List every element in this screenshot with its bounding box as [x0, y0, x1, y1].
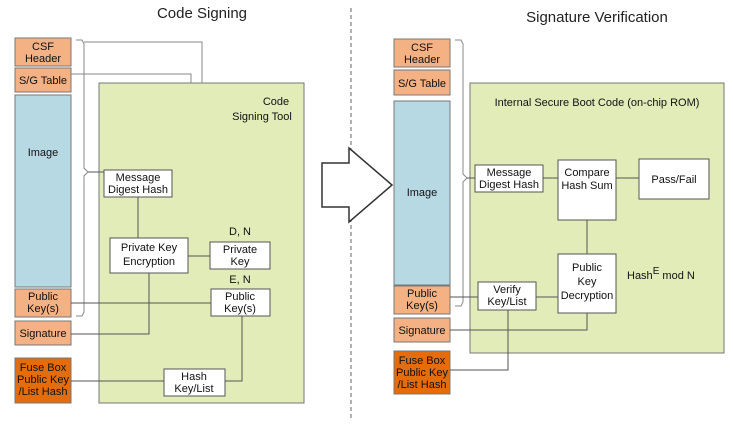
- left-message-digest-line2: Digest Hash: [108, 184, 168, 196]
- left-fuse-box-line2: Public Key: [17, 374, 69, 386]
- left-csf-header-line2: Header: [25, 53, 61, 65]
- left-sg-table-label: S/G Table: [19, 75, 67, 87]
- signature-verification-title: Signature Verification: [526, 9, 668, 26]
- compare-hash-sum-box: [557, 159, 617, 221]
- encryption-to-signature-line: [71, 273, 150, 335]
- right-sg-table-block: [393, 69, 451, 96]
- tool-public-keys-box: [210, 288, 271, 317]
- right-public-keys-block: [393, 285, 451, 315]
- tool-title-line2: Signing Tool: [232, 111, 292, 123]
- hash-formula-tail: mod N: [659, 270, 695, 282]
- right-fuse-box-line2: Public Key: [396, 367, 448, 379]
- code-signing-title: Code Signing: [157, 5, 247, 22]
- private-key-line2: Key: [231, 256, 250, 268]
- verify-key-list-line1: Verify: [493, 284, 521, 296]
- left-message-digest-hash-box: [103, 169, 173, 198]
- right-message-digest-line1: Message: [487, 167, 532, 179]
- hash-formula-base: Hash: [627, 270, 653, 282]
- right-fuse-box-line3: /List Hash: [398, 379, 447, 391]
- public-key-decryption-line2: Key: [578, 276, 597, 288]
- left-image-block: [14, 94, 72, 288]
- verify-key-list-box: [477, 281, 537, 311]
- rom-title: Internal Secure Boot Code (on-chip ROM): [495, 97, 700, 109]
- hash-formula: HashE mod N: [627, 266, 695, 282]
- hash-key-list-box: [163, 368, 226, 397]
- right-public-keys-line1: Public: [407, 288, 437, 300]
- tool-public-keys-line1: Public: [225, 291, 255, 303]
- en-label: E, N: [229, 274, 250, 286]
- left-fuse-box-line3: /List Hash: [19, 386, 68, 398]
- left-csf-header-line1: CSF: [32, 41, 54, 53]
- flow-arrow-icon: [321, 146, 394, 224]
- right-csf-header-line1: CSF: [411, 42, 433, 54]
- right-signature-label: Signature: [398, 325, 445, 337]
- hash-formula-exponent: E: [653, 266, 660, 277]
- left-csf-header-block: [14, 37, 72, 67]
- private-key-box: [209, 241, 271, 270]
- right-signature-block: [393, 317, 451, 343]
- public-key-decryption-line1: Public: [572, 262, 602, 274]
- left-csf-connector: [84, 41, 203, 83]
- right-image-label: Image: [407, 187, 438, 199]
- right-csf-header-block: [393, 38, 451, 68]
- private-key-encryption-line1: Private Key: [121, 242, 178, 254]
- left-brace: [76, 39, 89, 317]
- tool-pubkey-to-hash-line: [225, 316, 243, 382]
- right-sg-table-label: S/G Table: [398, 78, 446, 90]
- fuse-to-verify-line: [450, 310, 509, 371]
- hash-key-list-line2: Key/List: [174, 383, 213, 395]
- right-fuse-box-line1: Fuse Box: [399, 355, 446, 367]
- signature-to-decryption-line: [450, 313, 588, 331]
- right-public-keys-line2: Key(s): [406, 300, 438, 312]
- private-key-encryption-box: [109, 237, 189, 274]
- pass-fail-box: [638, 158, 710, 200]
- hash-key-list-line1: Hash: [181, 371, 207, 383]
- right-csf-header-line2: Header: [404, 54, 440, 66]
- left-fuse-box-block: [14, 357, 72, 404]
- left-fuse-box-line1: Fuse Box: [20, 362, 67, 374]
- tool-public-keys-line2: Key(s): [224, 303, 256, 315]
- compare-hash-sum-line1: Compare: [564, 167, 609, 179]
- left-image-label: Image: [28, 147, 59, 159]
- public-key-decryption-box: [557, 253, 617, 314]
- left-signature-label: Signature: [19, 328, 66, 340]
- public-key-decryption-line3: Decryption: [561, 290, 614, 302]
- left-message-digest-line1: Message: [116, 172, 161, 184]
- left-sg-table-block: [14, 67, 72, 93]
- signature-verification-section: Internal Secure Boot Code (on-chip ROM) …: [393, 38, 725, 395]
- right-image-block: [393, 100, 451, 286]
- pass-fail-label: Pass/Fail: [651, 174, 696, 186]
- private-key-encryption-line2: Encryption: [123, 256, 175, 268]
- tool-title-line1: Code: [263, 96, 289, 108]
- left-sg-connector: [71, 73, 192, 83]
- right-fuse-box-block: [393, 350, 451, 395]
- compare-hash-sum-line2: Hash Sum: [561, 180, 612, 192]
- private-key-line1: Private: [223, 244, 257, 256]
- right-message-digest-line2: Digest Hash: [479, 179, 539, 191]
- left-public-keys-line2: Key(s): [27, 303, 59, 315]
- left-public-keys-block: [14, 288, 72, 318]
- right-message-digest-hash-box: [474, 164, 544, 193]
- verify-key-list-line2: Key/List: [487, 296, 526, 308]
- dn-label: D, N: [229, 226, 251, 238]
- right-brace: [455, 39, 468, 307]
- left-signature-block: [14, 320, 72, 346]
- left-public-keys-line1: Public: [28, 291, 58, 303]
- code-signing-section: Code Signing Tool CSF Header S/G Table I…: [14, 37, 305, 404]
